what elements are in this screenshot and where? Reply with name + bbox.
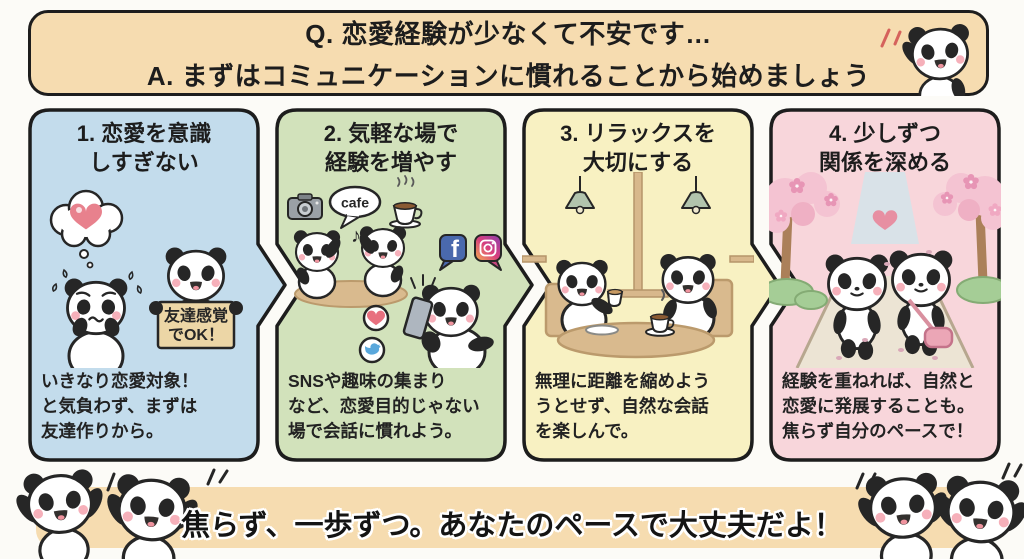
coffee-cup-icon bbox=[389, 175, 423, 229]
music-note: ♪ bbox=[351, 225, 361, 247]
panel-1-title-line2: しすぎない bbox=[89, 150, 199, 176]
step-panel-3: 3. リラックスを 大切にする bbox=[522, 108, 784, 462]
twitter-bird-icon bbox=[358, 336, 386, 364]
panel-3-description: 無理に距離を縮めよう うとせず、自然な会話 を楽しんで。 bbox=[535, 369, 743, 444]
step-panel-1: 1. 恋愛を意識 しすぎない bbox=[28, 108, 290, 462]
header-waving-panda bbox=[880, 16, 1010, 96]
facebook-letter: f bbox=[451, 236, 460, 263]
sweat-drop bbox=[61, 268, 69, 279]
sign-text-line1: 友達感覚 bbox=[164, 306, 228, 325]
panel-2-title-line2: 経験を増やす bbox=[324, 150, 457, 176]
smartphone-panda bbox=[402, 274, 494, 368]
cafe-table bbox=[556, 321, 716, 359]
camera-icon bbox=[287, 193, 323, 220]
cafe-label: cafe bbox=[341, 195, 369, 211]
pendant-lamp-icon bbox=[681, 176, 711, 215]
footer-banner bbox=[36, 487, 988, 548]
sweat-drop bbox=[51, 282, 59, 293]
wall-rail-right bbox=[729, 255, 754, 263]
panel-4-description: 経験を重ねれば、自然と 恋愛に発展することも。 焦らず自分のペースで！ bbox=[782, 369, 990, 444]
wall-rail-left bbox=[522, 255, 547, 263]
desc-line: SNSや趣味の集まり bbox=[288, 371, 447, 391]
instagram-icon bbox=[474, 234, 502, 271]
panel-2-title: 2. 気軽な場で 経験を増やす bbox=[275, 119, 507, 178]
header-banner: Q. 恋愛経験が少なくて不安です… A. まずはコミュニケーションに慣れることか… bbox=[28, 10, 989, 96]
facebook-icon: f bbox=[439, 234, 467, 271]
teacup-in-paw bbox=[606, 291, 624, 308]
desc-line: うとせず、自然な会話 bbox=[535, 396, 709, 417]
sweat-drop bbox=[127, 270, 135, 281]
panel-2-illustration: cafe ♪ bbox=[287, 175, 502, 368]
bush-right bbox=[956, 276, 1001, 304]
fallen-petals bbox=[836, 250, 938, 360]
cafe-speech-bubble: cafe bbox=[328, 185, 382, 229]
panel-1-illustration: 友達感覚 でOK！ bbox=[49, 189, 243, 368]
panel-2-title-line1: 2. 気軽な場で bbox=[323, 121, 459, 146]
smartphone-icon bbox=[402, 296, 434, 340]
sweat-drop bbox=[135, 284, 143, 295]
step-panel-4: 4. 少しずつ 関係を深める bbox=[769, 108, 1024, 462]
footer-message: 焦らず、一歩ずつ。あなたのペースで大丈夫だよ！ bbox=[181, 510, 843, 542]
desc-line: 友達作りから。 bbox=[41, 421, 164, 442]
panel-1-title: 1. 恋愛を意識 しすぎない bbox=[28, 119, 260, 178]
sign-panda: 友達感覚 でOK！ bbox=[149, 246, 243, 350]
sparkle-lines bbox=[206, 468, 229, 486]
sign-board bbox=[156, 300, 236, 350]
pendant-lamp-icon bbox=[565, 176, 595, 215]
desc-line: と気負わず、まずは bbox=[41, 396, 198, 417]
panel-3-illustration bbox=[522, 172, 754, 359]
sign-text-line2: でOK！ bbox=[168, 327, 224, 344]
desc-line: いきなり恋愛対象！ bbox=[41, 371, 199, 391]
sky-path-strip bbox=[851, 172, 919, 244]
desc-line: 恋愛に発展することも。 bbox=[782, 396, 975, 417]
desc-line: など、恋愛目的じゃない bbox=[288, 396, 480, 417]
desc-line: 経験を重ねれば、自然と bbox=[782, 371, 975, 391]
chatting-panda-right bbox=[358, 225, 408, 298]
worried-panda bbox=[51, 268, 143, 368]
heart-glint bbox=[76, 207, 82, 213]
step-panel-2: 2. 気軽な場で 経験を増やす cafe bbox=[275, 108, 537, 462]
chatting-panda-left bbox=[292, 229, 342, 300]
window-frame-post bbox=[633, 172, 643, 295]
footer-cheering-pandas-right bbox=[845, 462, 1024, 559]
panel-4-title-line1: 4. 少しずつ bbox=[828, 121, 942, 146]
panel-1-description: いきなり恋愛対象！ と気負わず、まずは 友達作りから。 bbox=[41, 369, 249, 444]
panel-3-title-line2: 大切にする bbox=[582, 150, 694, 176]
desc-line: 無理に距離を縮めよう bbox=[535, 371, 710, 391]
bag-strap bbox=[907, 298, 937, 334]
thought-bubble bbox=[49, 189, 124, 269]
panel-4-title-line2: 関係を深める bbox=[818, 150, 951, 176]
sparkle-lines-red bbox=[880, 28, 902, 48]
panel-1-title-line1: 1. 恋愛を意識 bbox=[76, 121, 212, 146]
panel-3-title: 3. リラックスを 大切にする bbox=[522, 119, 754, 178]
shoulder-bag bbox=[923, 326, 954, 349]
footer-cheering-pandas-left bbox=[12, 466, 229, 559]
desc-line: 焦らず自分のペースで！ bbox=[782, 421, 974, 442]
coffee-cup-on-table bbox=[645, 289, 675, 337]
desc-line: 場で会話に慣れよう。 bbox=[288, 421, 462, 442]
panel-4-title: 4. 少しずつ 関係を深める bbox=[769, 119, 1001, 178]
header-question: Q. 恋愛経験が少なくて不安です… bbox=[305, 18, 712, 49]
panel-2-description: SNSや趣味の集まり など、恋愛目的じゃない 場で会話に慣れよう。 bbox=[288, 369, 496, 444]
walking-panda-right bbox=[890, 251, 953, 356]
panel-3-title-line1: 3. リラックスを bbox=[560, 121, 716, 146]
desc-line: を楽しんで。 bbox=[535, 421, 639, 442]
header-answer: A. まずはコミュニケーションに慣れることから始めましょう bbox=[146, 60, 871, 91]
bush-left-small bbox=[794, 290, 828, 310]
panel-4-illustration bbox=[769, 172, 1001, 368]
heart-bubble-icon bbox=[362, 304, 390, 332]
plate bbox=[585, 324, 619, 336]
notification-lines bbox=[410, 274, 436, 289]
sparkle-lines bbox=[1001, 462, 1023, 480]
